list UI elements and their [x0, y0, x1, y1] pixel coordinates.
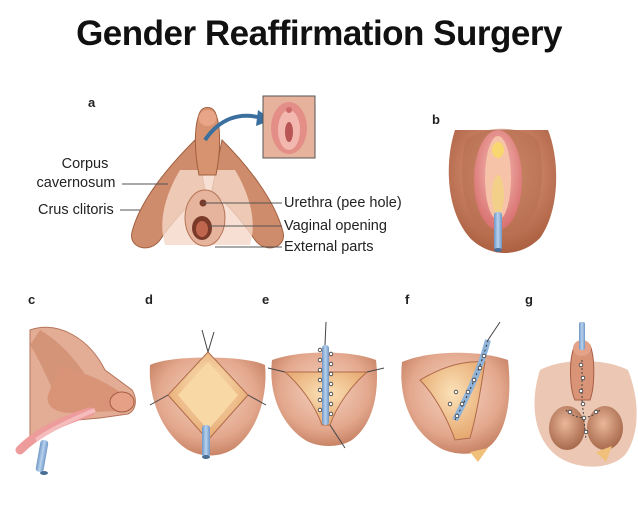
- panel-g-illustration: [534, 322, 637, 467]
- panel-label-g: g: [525, 292, 533, 307]
- panel-f-illustration: [401, 321, 510, 462]
- panel-label-f: f: [405, 292, 410, 307]
- panel-a-illustration: [120, 95, 316, 249]
- panel-c-illustration: [15, 326, 136, 475]
- page-title: Gender Reaffirmation Surgery: [76, 14, 562, 53]
- panel-label-e: e: [262, 292, 270, 307]
- label-vaginal-opening: Vaginal opening: [284, 218, 387, 234]
- label-crus-clitoris: Crus clitoris: [38, 202, 114, 218]
- label-external-parts: External parts: [284, 239, 374, 255]
- label-corpus-line2: cavernosum: [36, 175, 116, 191]
- label-urethra: Urethra (pee hole): [284, 195, 402, 211]
- panel-label-c: c: [28, 292, 36, 307]
- panel-e-illustration: [267, 321, 385, 449]
- panel-b-illustration: [448, 128, 557, 253]
- panel-label-d: d: [145, 292, 153, 307]
- panel-label-b: b: [432, 112, 440, 127]
- panel-label-a: a: [88, 95, 96, 110]
- label-corpus-line1: Corpus: [61, 156, 109, 172]
- panel-d-illustration: [149, 329, 267, 459]
